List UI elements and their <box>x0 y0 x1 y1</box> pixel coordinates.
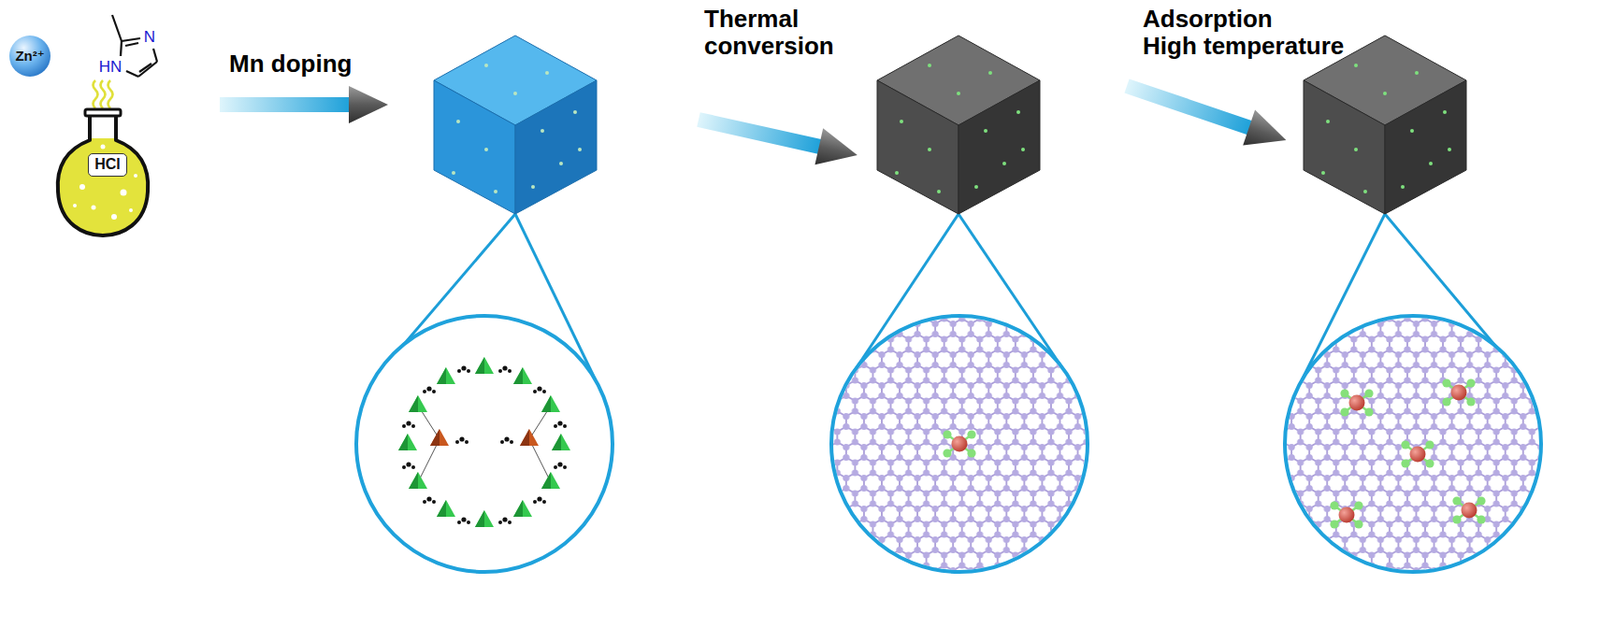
ion-ball: Zn²⁺ <box>8 34 52 78</box>
node-text: Zn²⁺ <box>14 47 44 64</box>
atom-label: N <box>144 28 156 46</box>
atom-label: HN <box>99 57 123 76</box>
zif-crystal <box>433 35 597 215</box>
step-label: Adsorption High temperature <box>1142 5 1344 60</box>
carbon-lattice-zoom <box>822 308 1104 590</box>
zif-framework-zoom <box>356 316 613 573</box>
step-label: Thermal conversion <box>704 5 835 60</box>
process-arrow <box>219 86 389 124</box>
step-label: Mn doping <box>229 50 352 78</box>
carbon-crystal <box>1303 35 1467 215</box>
reagent-tag: HCl <box>87 153 128 177</box>
carbon-lattice-zoom <box>1276 308 1557 590</box>
process-arrow <box>1121 68 1293 159</box>
process-arrow <box>694 100 863 173</box>
flask-icon <box>57 80 148 236</box>
node-text: HCl <box>94 156 121 173</box>
ball-shape <box>9 35 51 77</box>
carbon-crystal <box>877 35 1040 215</box>
